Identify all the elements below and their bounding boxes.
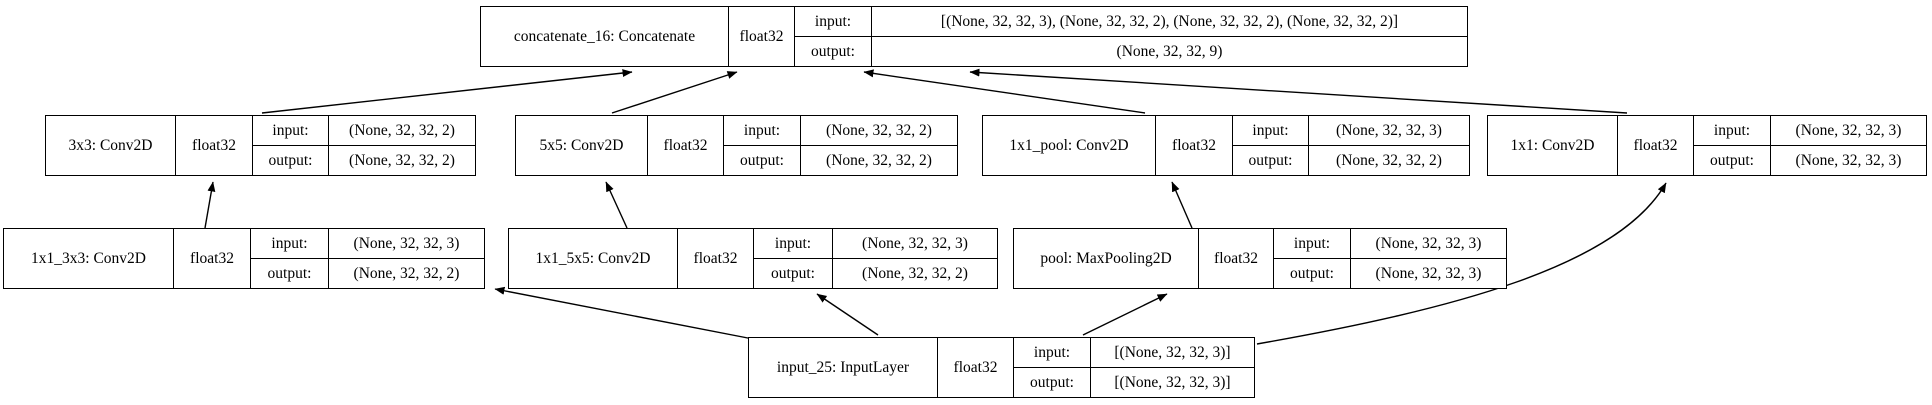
layer-node-5x5: 5x5: Conv2D float32 input: (None, 32, 32…: [515, 115, 958, 176]
input-shape: (None, 32, 32, 3): [353, 234, 460, 252]
input-shape: (None, 32, 32, 2): [349, 121, 455, 139]
layer-title: 1x1: Conv2D: [1488, 116, 1618, 175]
input-shape: (None, 32, 32, 3): [862, 234, 968, 252]
edge-1x1-to-concat: [969, 68, 1628, 114]
edge-input-to-pool: [1082, 293, 1168, 336]
input-shape: (None, 32, 32, 3): [1336, 121, 1442, 139]
output-label: output:: [253, 146, 329, 175]
edge-input-to-1x1_3x3: [494, 286, 754, 340]
input-label: input:: [724, 116, 801, 145]
output-shape: (None, 32, 32, 2): [1336, 151, 1442, 169]
layer-node-input-25: input_25: InputLayer float32 input: [(No…: [748, 337, 1255, 398]
layer-title: pool: MaxPooling2D: [1014, 229, 1199, 288]
edge-3x3-to-concat: [261, 69, 633, 114]
layer-title: 1x1_pool: Conv2D: [983, 116, 1156, 175]
edge-input-to-1x1_5x5: [816, 293, 879, 336]
input-shape: [(None, 32, 32, 3), (None, 32, 32, 2), (…: [940, 12, 1399, 30]
output-label: output:: [251, 259, 329, 288]
input-label: input:: [795, 7, 872, 36]
edge-1x1_pool-to-concat: [863, 69, 1146, 114]
layer-dtype: float32: [176, 116, 253, 175]
layer-node-1x1: 1x1: Conv2D float32 input: (None, 32, 32…: [1487, 115, 1927, 176]
output-shape: (None, 32, 32, 2): [826, 151, 932, 169]
input-shape: (None, 32, 32, 2): [826, 121, 932, 139]
layer-title: 3x3: Conv2D: [46, 116, 176, 175]
edge-1x1_3x3-to-3x3: [204, 181, 216, 229]
layer-title: 1x1_5x5: Conv2D: [509, 229, 678, 288]
layer-title: 1x1_3x3: Conv2D: [4, 229, 174, 288]
output-shape: [(None, 32, 32, 3)]: [1114, 373, 1231, 391]
layer-dtype: float32: [1199, 229, 1274, 288]
input-shape: (None, 32, 32, 3): [1375, 234, 1482, 252]
output-label: output:: [724, 146, 801, 175]
input-shape: [(None, 32, 32, 3)]: [1114, 343, 1231, 361]
layer-dtype: float32: [729, 7, 795, 66]
output-label: output:: [1014, 368, 1091, 397]
output-shape: (None, 32, 32, 2): [862, 264, 968, 282]
edge-5x5-to-concat: [611, 71, 738, 114]
output-label: output:: [1233, 146, 1309, 175]
input-label: input:: [253, 116, 329, 145]
input-label: input:: [1694, 116, 1771, 145]
layer-title: concatenate_16: Concatenate: [481, 7, 729, 66]
layer-dtype: float32: [938, 338, 1014, 397]
output-shape: (None, 32, 32, 3): [1375, 264, 1482, 282]
layer-dtype: float32: [174, 229, 251, 288]
input-label: input:: [1014, 338, 1091, 367]
output-shape: (None, 32, 32, 2): [353, 264, 460, 282]
edge-1x1_5x5-to-5x5: [605, 181, 628, 229]
layer-node-1x1-3x3: 1x1_3x3: Conv2D float32 input: (None, 32…: [3, 228, 485, 289]
output-label: output:: [754, 259, 833, 288]
output-label: output:: [1274, 259, 1351, 288]
layer-node-pool: pool: MaxPooling2D float32 input: (None,…: [1013, 228, 1507, 289]
layer-node-1x1-5x5: 1x1_5x5: Conv2D float32 input: (None, 32…: [508, 228, 998, 289]
input-label: input:: [1233, 116, 1309, 145]
output-shape: (None, 32, 32, 3): [1795, 151, 1902, 169]
layer-node-1x1-pool: 1x1_pool: Conv2D float32 input: (None, 3…: [982, 115, 1470, 176]
layer-title: input_25: InputLayer: [749, 338, 938, 397]
output-shape: (None, 32, 32, 9): [1116, 42, 1223, 60]
edge-pool-to-1x1_pool: [1171, 181, 1193, 229]
layer-title: 5x5: Conv2D: [516, 116, 648, 175]
layer-dtype: float32: [678, 229, 754, 288]
input-label: input:: [754, 229, 833, 258]
layer-dtype: float32: [1156, 116, 1233, 175]
output-label: output:: [795, 37, 872, 66]
output-label: output:: [1694, 146, 1771, 175]
input-shape: (None, 32, 32, 3): [1795, 121, 1902, 139]
input-label: input:: [251, 229, 329, 258]
layer-dtype: float32: [1618, 116, 1694, 175]
output-shape: (None, 32, 32, 2): [349, 151, 455, 169]
layer-dtype: float32: [648, 116, 724, 175]
layer-node-concatenate-16: concatenate_16: Concatenate float32 inpu…: [480, 6, 1468, 67]
input-label: input:: [1274, 229, 1351, 258]
layer-node-3x3: 3x3: Conv2D float32 input: (None, 32, 32…: [45, 115, 476, 176]
